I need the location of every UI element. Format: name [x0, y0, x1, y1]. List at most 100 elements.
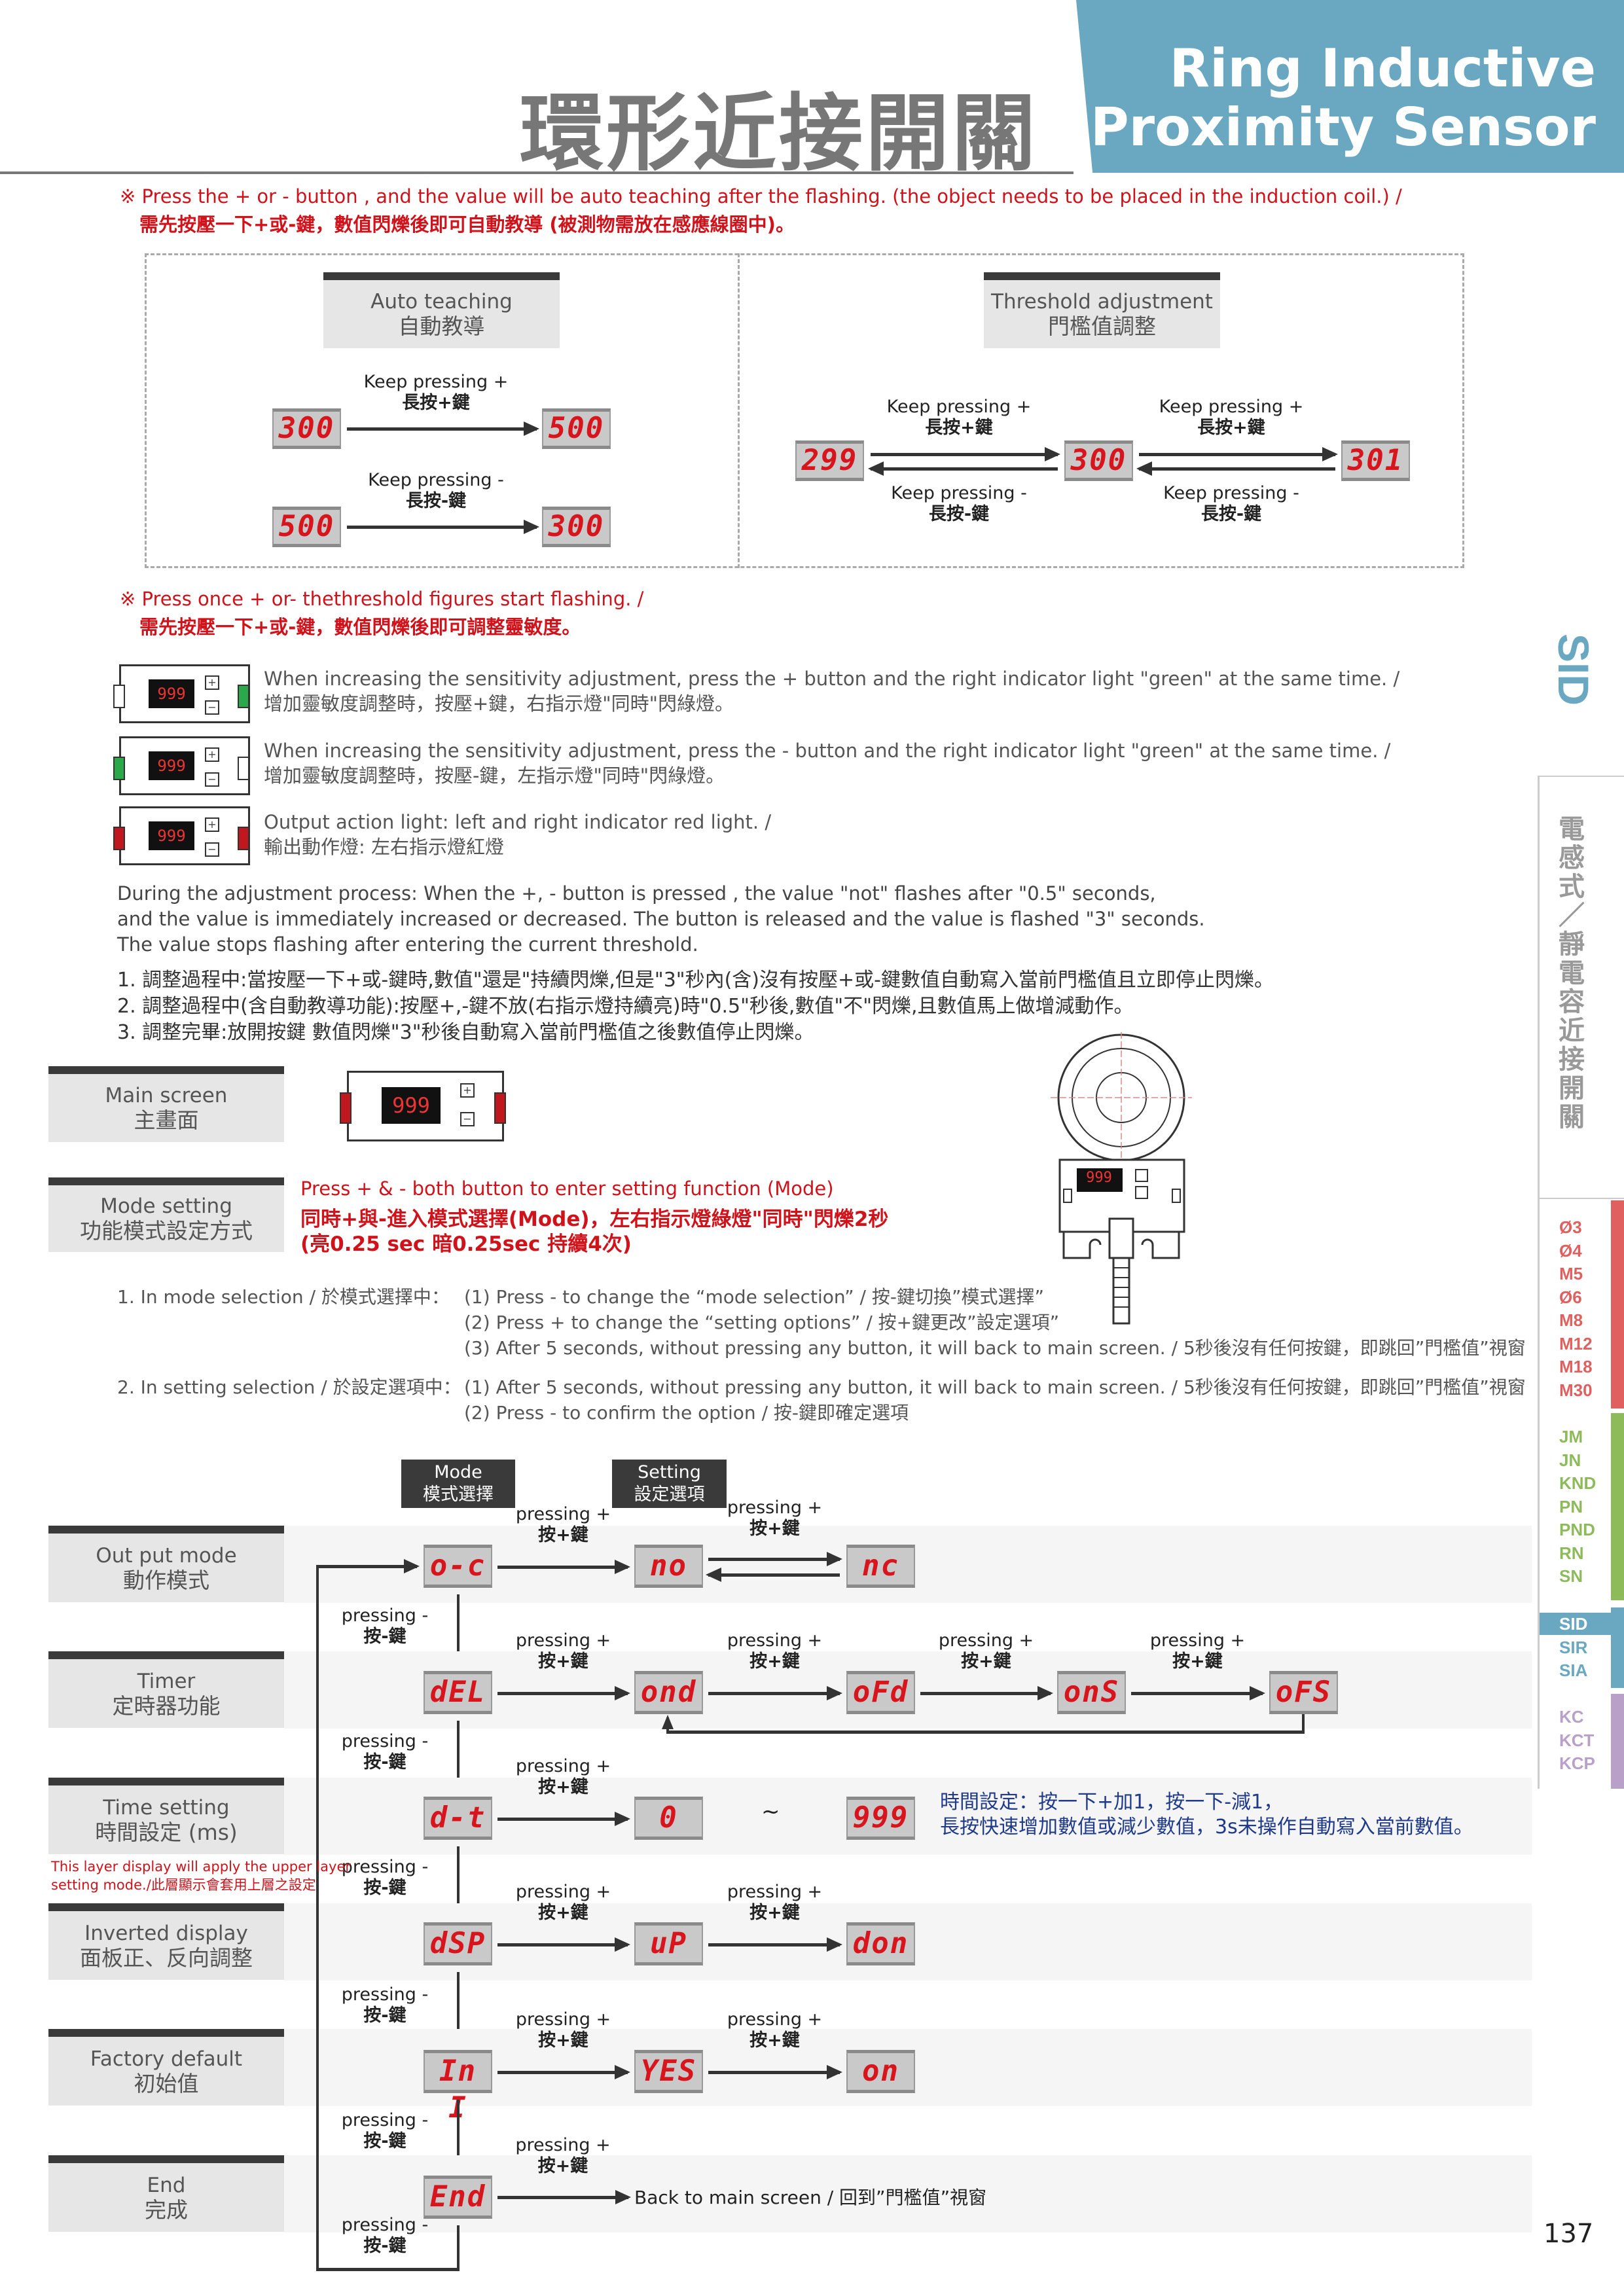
- sidebar-item-kc[interactable]: KC: [1559, 1707, 1584, 1727]
- device-icon-right-green: 999+−: [113, 664, 250, 723]
- sidebar-item-rn[interactable]: RN: [1559, 1543, 1584, 1563]
- arrow-right: [708, 1686, 842, 1700]
- pressing-plus-label: pressing +按+鍵: [727, 1882, 823, 1923]
- threshold-minus-label: Keep pressing -長按-鍵: [891, 483, 1027, 524]
- display-ini: In I: [424, 2050, 492, 2125]
- display-o-c: o-c: [424, 1545, 492, 1588]
- pressing-minus-label: pressing -按-鍵: [341, 1731, 429, 1772]
- layer-note: This layer display will apply the upper …: [51, 1859, 352, 1893]
- indicator-3-zh: 輸出動作燈: 左右指示燈紅燈: [264, 836, 504, 858]
- loop-line: [666, 1731, 1305, 1734]
- mode-selection-item: (2) Press + to change the “setting optio…: [464, 1312, 1060, 1333]
- pressing-plus-label: pressing +按+鍵: [1149, 1630, 1246, 1672]
- display-ofd: oFd: [846, 1671, 915, 1714]
- arrow-right: [1139, 447, 1338, 461]
- page-title-en-2: Proximity Sensor: [1091, 97, 1596, 158]
- display-up: uP: [634, 1922, 703, 1965]
- range-tilde: ~: [761, 1799, 780, 1825]
- loop-line: [1302, 1714, 1305, 1734]
- sidebar-item-kcp[interactable]: KCP: [1559, 1753, 1595, 1773]
- sidebar-item-ø6[interactable]: Ø6: [1559, 1287, 1582, 1307]
- display-500: 500: [542, 408, 611, 449]
- sidebar-group-bar: [1611, 1607, 1624, 1688]
- pressing-plus-label: pressing +按+鍵: [515, 2135, 611, 2176]
- sidebar-item-jm[interactable]: JM: [1559, 1427, 1583, 1446]
- paragraph-line: During the adjustment process: When the …: [117, 882, 1156, 905]
- indicator-3-en: Output action light: left and right indi…: [264, 811, 772, 833]
- step-2: 2. 調整過程中(含自動教導功能):按壓+,-鍵不放(右指示燈持續亮)時"0.5…: [117, 995, 1134, 1018]
- sidebar-item-jn[interactable]: JN: [1559, 1450, 1581, 1470]
- pressing-minus-label: pressing -按-鍵: [341, 2110, 429, 2151]
- sidebar-item-m5[interactable]: M5: [1559, 1264, 1583, 1283]
- arrow-left: [706, 1568, 840, 1582]
- sidebar-item-ø4[interactable]: Ø4: [1559, 1240, 1582, 1261]
- arrow-right: [347, 422, 539, 436]
- sidebar-active-highlight: [1540, 1613, 1612, 1635]
- sidebar-item-m8[interactable]: M8: [1559, 1310, 1583, 1330]
- display-don: don: [846, 1922, 915, 1965]
- mode-selection-item: (1) Press - to change the “mode selectio…: [464, 1286, 1044, 1308]
- sidebar-item-knd[interactable]: KND: [1559, 1473, 1597, 1493]
- sidebar-divider: [1538, 776, 1540, 1789]
- sidebar-item-m30[interactable]: M30: [1559, 1380, 1593, 1400]
- mode-setting-note: (亮0.25 sec 暗0.25sec 持續4次): [300, 1232, 632, 1256]
- sidebar-item-m12[interactable]: M12: [1559, 1333, 1593, 1354]
- sidebar-category: 電感式／靜電容近接開關: [1559, 814, 1585, 1132]
- paragraph-line: and the value is immediately increased o…: [117, 908, 1205, 930]
- sidebar-item-sia[interactable]: SIA: [1559, 1660, 1588, 1680]
- arrow-right: [347, 520, 539, 534]
- arrow-up: [662, 1715, 674, 1733]
- indicator-1-zh: 增加靈敏度調整時，按壓+鍵，右指示燈"同時"閃綠燈。: [264, 692, 734, 715]
- main-screen-device: 999+−: [340, 1071, 506, 1141]
- pressing-plus-label: pressing +按+鍵: [515, 1504, 611, 1545]
- arrow-right: [708, 1937, 842, 1952]
- arrow-right: [708, 1552, 842, 1566]
- arrow-right: [497, 2190, 631, 2204]
- label-en: Auto teaching: [370, 290, 513, 314]
- sidebar-group-bar: [1611, 1694, 1624, 1789]
- sidebar-item-pn[interactable]: PN: [1559, 1496, 1583, 1516]
- display-300: 300: [542, 507, 611, 547]
- sidebar-item-m18[interactable]: M18: [1559, 1357, 1593, 1376]
- sidebar-item-pnd[interactable]: PND: [1559, 1520, 1595, 1539]
- sidebar-item-kct[interactable]: KCT: [1559, 1730, 1595, 1750]
- page-number: 137: [1543, 2219, 1594, 2249]
- sidebar-item-sir[interactable]: SIR: [1559, 1637, 1588, 1657]
- threshold-plus-label: Keep pressing +長按+鍵: [886, 397, 1032, 438]
- time-setting-note: 時間設定：按一下+加1，按一下-減1，長按快速增加數值或減少數值，3s未操作自動…: [940, 1791, 1473, 1839]
- step-1: 1. 調整過程中:當按壓一下+或-鍵時,數值"還是"持續閃爍,但是"3"秒內(含…: [117, 969, 1274, 992]
- page-title-en-1: Ring Inductive: [1169, 38, 1596, 99]
- paragraph-line: The value stops flashing after entering …: [117, 933, 698, 956]
- auto-plus-label: Keep pressing +長按+鍵: [363, 372, 509, 413]
- page-title-zh: 環形近接開關: [520, 85, 1039, 183]
- display-on: on: [846, 2050, 915, 2093]
- sidebar-item-sid[interactable]: SID: [1559, 1614, 1588, 1634]
- display-300: 300: [272, 408, 341, 449]
- auto-minus-label: Keep pressing -長按-鍵: [368, 470, 504, 511]
- setting-selection-item: (2) Press - to confirm the option / 按-鍵即…: [464, 1402, 909, 1424]
- display-500: 500: [272, 507, 341, 547]
- sidebar-line: [1538, 1198, 1624, 1199]
- note2-en: ※ Press once + or- thethreshold figures …: [120, 588, 644, 610]
- pressing-minus-label: pressing -按-鍵: [341, 1605, 429, 1647]
- arrow-right: [497, 1686, 630, 1700]
- pressing-plus-label: pressing +按+鍵: [938, 1630, 1034, 1672]
- arrow-right: [920, 1686, 1053, 1700]
- display-yes: YES: [634, 2050, 703, 2093]
- sidebar-item-ø3[interactable]: Ø3: [1559, 1217, 1582, 1237]
- display-301: 301: [1341, 440, 1410, 481]
- pressing-plus-label: pressing +按+鍵: [515, 1756, 611, 1797]
- teaching-divider: [738, 253, 740, 568]
- loop-line: [457, 2225, 460, 2270]
- sidebar-item-sn[interactable]: SN: [1559, 1566, 1583, 1586]
- arrow-right: [1131, 1686, 1265, 1700]
- pressing-minus-label: pressing -按-鍵: [341, 2215, 429, 2256]
- sidebar-group-bar: [1611, 1200, 1624, 1408]
- display-d-t: d-t: [424, 1797, 492, 1840]
- device-icon-left-green: 999+−: [113, 736, 250, 795]
- note1-en: ※ Press the + or - button , and the valu…: [120, 185, 1402, 207]
